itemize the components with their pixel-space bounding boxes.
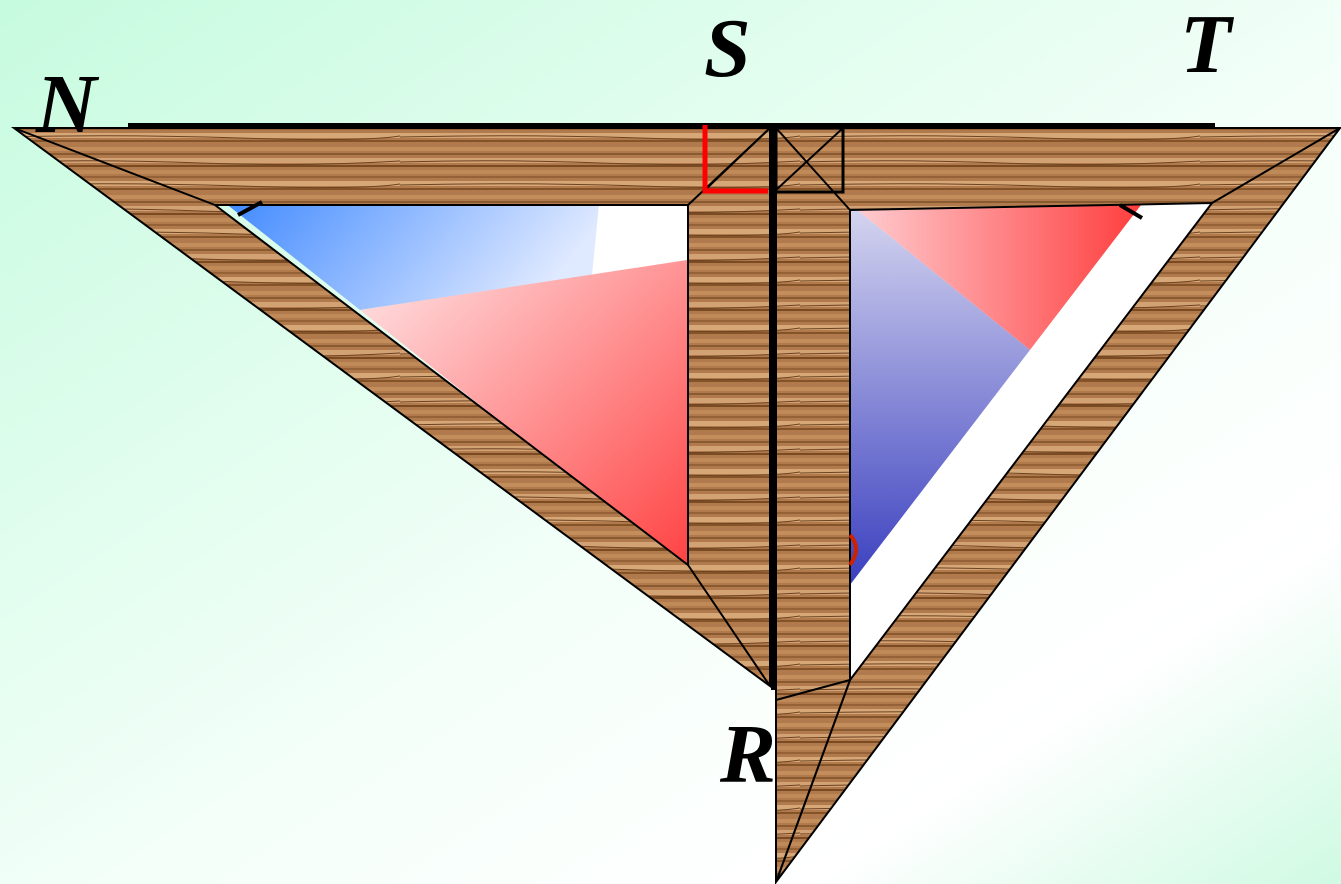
- right-set-square-overlap: [775, 678, 852, 883]
- right-red-region: [845, 200, 1145, 350]
- left-set-square-bevel: [13, 127, 216, 206]
- right-set-square-bevel: [1211, 127, 1341, 204]
- right-set-square-bevel: [775, 127, 844, 191]
- left-blue-region: [215, 195, 600, 310]
- right-set-square-body: [775, 127, 1341, 884]
- label-t: T: [1180, 0, 1235, 91]
- label-r: R: [719, 708, 776, 801]
- angle-mark: [237, 200, 263, 217]
- right-set-square[interactable]: [774, 126, 1341, 884]
- left-set-square-bevel: [687, 564, 771, 687]
- right-angle-square: [774, 126, 845, 194]
- right-angle-marker: [702, 125, 768, 194]
- right-set-square-bevel: [775, 127, 851, 211]
- left-red-region: [360, 258, 700, 580]
- left-set-square-body: [10, 127, 771, 688]
- left-white-region: [592, 195, 700, 275]
- angle-mark: [1118, 203, 1144, 220]
- left-set-square[interactable]: [10, 127, 771, 688]
- right-darkblue-region: [845, 200, 1030, 585]
- angle-arc: [848, 533, 858, 567]
- label-s: S: [704, 2, 751, 95]
- left-set-square-bevel: [704, 127, 771, 191]
- label-n: N: [35, 58, 100, 151]
